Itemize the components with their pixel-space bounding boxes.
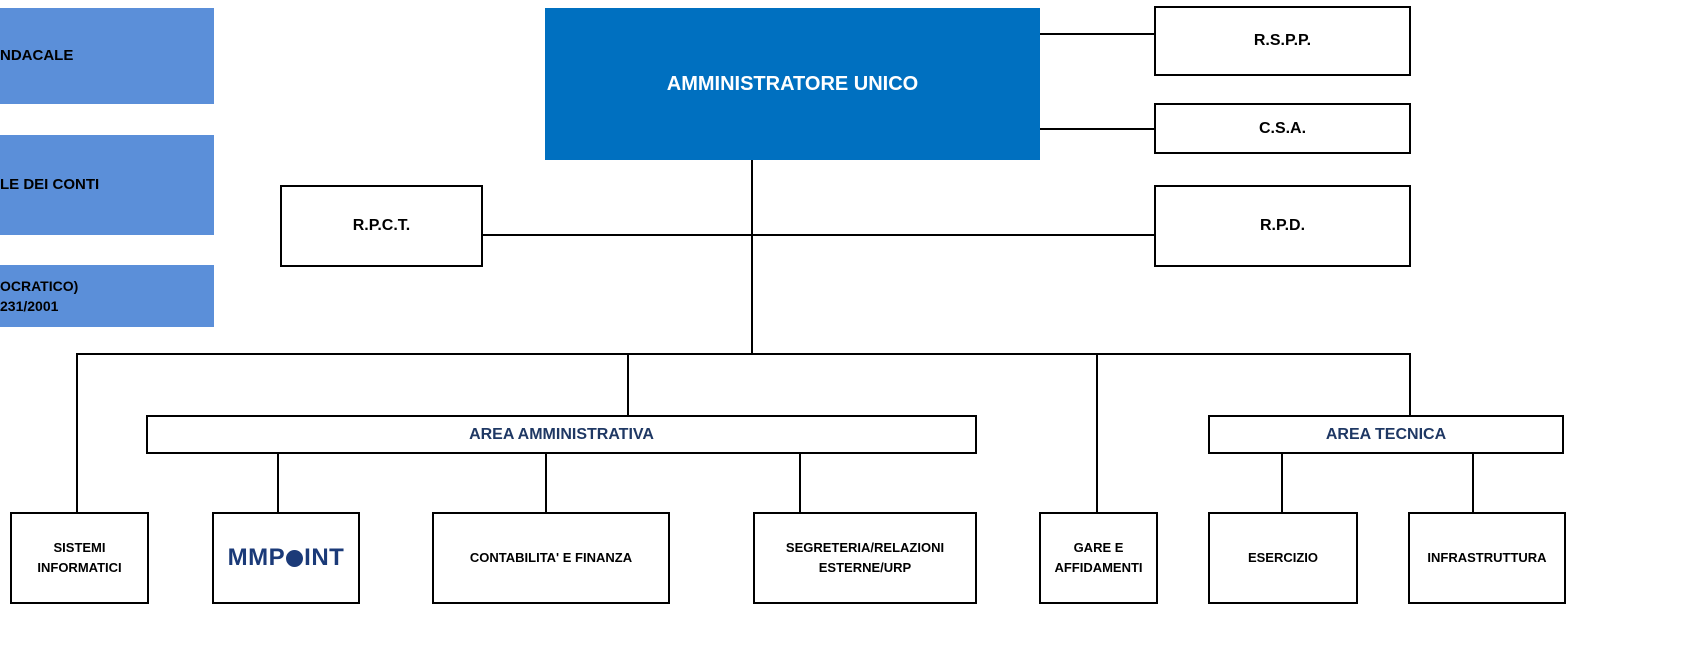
- revisore-conti-box: LE DEI CONTI: [0, 135, 214, 235]
- esercizio-box: ESERCIZIO: [1208, 512, 1358, 604]
- gare-affidamenti-box: GARE E AFFIDAMENTI: [1039, 512, 1158, 604]
- connector-line: [799, 453, 801, 513]
- gare-affidamenti-label: GARE E AFFIDAMENTI: [1054, 540, 1143, 575]
- rspp-label: R.S.P.P.: [1253, 32, 1312, 49]
- area-amministrativa-bar: AREA AMMINISTRATIVA: [146, 415, 977, 454]
- infrastruttura-box: INFRASTRUTTURA: [1408, 512, 1566, 604]
- connector-line: [627, 353, 629, 415]
- connector-line: [1281, 453, 1283, 513]
- esercizio-label: ESERCIZIO: [1247, 550, 1319, 565]
- contabilita-finanza-label: CONTABILITA' E FINANZA: [469, 550, 633, 565]
- collegio-sindacale-label: NDACALE: [0, 47, 74, 64]
- infrastruttura-label: INFRASTRUTTURA: [1427, 550, 1547, 565]
- revisore-conti-label: LE DEI CONTI: [0, 176, 100, 193]
- csa-label: C.S.A.: [1258, 119, 1307, 137]
- area-amministrativa-label: AREA AMMINISTRATIVA: [469, 425, 654, 443]
- connector-line: [1096, 353, 1098, 513]
- connector-line: [1040, 128, 1155, 130]
- area-tecnica-bar: AREA TECNICA: [1208, 415, 1564, 454]
- csa-box: C.S.A.: [1154, 103, 1411, 154]
- connector-line: [1040, 33, 1155, 35]
- odv-label: OCRATICO) 231/2001: [0, 278, 79, 314]
- connector-line: [76, 353, 1410, 355]
- rpct-box: R.P.C.T.: [280, 185, 483, 267]
- connector-line: [482, 234, 1155, 236]
- sistemi-informatici-label: SISTEMI INFORMATICI: [37, 540, 122, 575]
- connector-line: [1409, 353, 1411, 415]
- segreteria-label: SEGRETERIA/RELAZIONI ESTERNE/URP: [785, 540, 945, 575]
- rpct-label: R.P.C.T.: [352, 217, 411, 234]
- rpd-box: R.P.D.: [1154, 185, 1411, 267]
- amministratore-unico-box: AMMINISTRATORE UNICO: [545, 8, 1040, 160]
- connector-line: [277, 453, 279, 513]
- connector-line: [545, 453, 547, 513]
- rspp-box: R.S.P.P.: [1154, 6, 1411, 76]
- odv-box: OCRATICO) 231/2001: [0, 265, 214, 327]
- area-tecnica-label: AREA TECNICA: [1325, 425, 1447, 443]
- sistemi-informatici-box: SISTEMI INFORMATICI: [10, 512, 149, 604]
- segreteria-box: SEGRETERIA/RELAZIONI ESTERNE/URP: [753, 512, 977, 604]
- contabilita-finanza-box: CONTABILITA' E FINANZA: [432, 512, 670, 604]
- connector-line: [1472, 453, 1474, 513]
- amministratore-unico-label: AMMINISTRATORE UNICO: [666, 72, 919, 95]
- connector-line: [751, 160, 753, 354]
- rpd-label: R.P.D.: [1259, 217, 1306, 234]
- collegio-sindacale-box: NDACALE: [0, 8, 214, 104]
- connector-line: [76, 353, 78, 513]
